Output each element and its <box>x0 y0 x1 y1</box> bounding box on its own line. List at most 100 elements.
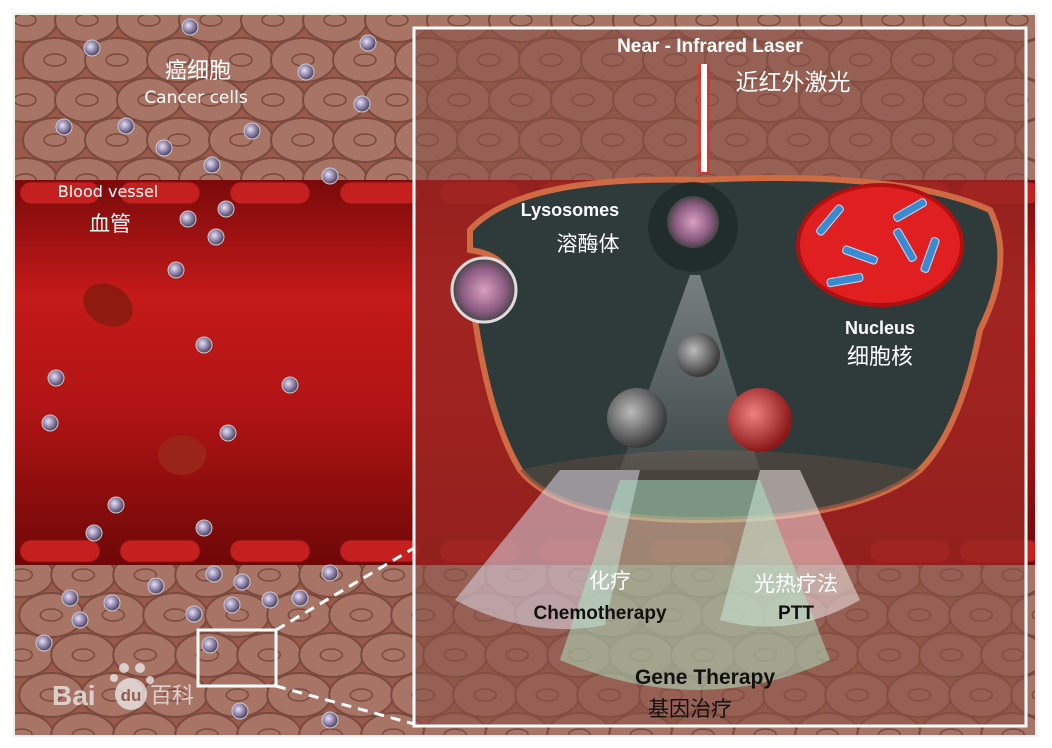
cell-nucleus <box>509 14 533 27</box>
cancer-cells-label-en: Cancer cells <box>144 88 248 108</box>
ptt-particle <box>728 388 792 452</box>
cell-nucleus <box>323 14 347 27</box>
cancer-cell <box>236 712 303 736</box>
blood-vessel-label-zh: 血管 <box>89 212 131 236</box>
red-blood-cell <box>119 181 201 205</box>
cell-nucleus <box>163 688 187 702</box>
cancer-cell <box>22 117 88 163</box>
cell-nucleus <box>199 14 223 27</box>
cell-nucleus <box>261 14 285 27</box>
cell-nucleus <box>881 14 905 27</box>
nanoparticle <box>321 167 339 185</box>
nanoparticle <box>41 414 59 432</box>
nanoparticle <box>291 589 309 607</box>
nanoparticle <box>233 573 251 591</box>
cell-nucleus <box>381 568 405 582</box>
cell-nucleus <box>71 568 95 582</box>
zoom-line <box>275 546 415 632</box>
cancer-cell <box>54 14 120 43</box>
cell-nucleus <box>385 93 409 107</box>
cell-nucleus <box>287 608 311 622</box>
watermark-brand: Bai <box>52 680 96 711</box>
cancer-cell <box>298 632 365 678</box>
cell-nucleus <box>105 133 129 147</box>
nanoparticle-release <box>676 333 720 377</box>
cancer-cell <box>332 117 398 163</box>
cancer-cells-label-zh: 癌细胞 <box>165 59 231 84</box>
cell-nucleus <box>43 53 67 67</box>
dna-strand <box>893 228 917 262</box>
chemo-label-en: Chemotherapy <box>533 603 666 624</box>
watermark-suffix: 百科 <box>150 683 194 708</box>
dna-strands <box>816 198 940 288</box>
dna-strand <box>842 245 878 265</box>
cell-nucleus <box>133 568 157 582</box>
cancer-cell <box>116 14 182 43</box>
cancer-cell <box>50 632 117 678</box>
nanoparticle <box>167 261 185 279</box>
cancer-cell <box>270 117 336 163</box>
cancer-cell <box>208 117 274 163</box>
dna-strand <box>826 272 864 288</box>
nanoparticle <box>297 63 315 81</box>
nanoparticle <box>61 589 79 607</box>
nanoparticle <box>321 711 339 729</box>
cell-nucleus <box>1031 609 1036 621</box>
lysosomes-label-zh: 溶酶体 <box>557 232 620 256</box>
nanoparticle <box>359 34 377 52</box>
inset-panel <box>412 26 1028 728</box>
nanoparticles <box>35 18 377 729</box>
ptt-label-en: PTT <box>778 603 814 624</box>
nucleus-label-zh: 细胞核 <box>847 345 913 370</box>
nanoparticle <box>71 611 89 629</box>
nanoparticle <box>321 564 339 582</box>
nanoparticle <box>55 118 73 136</box>
nanoparticle <box>261 591 279 609</box>
red-blood-cell <box>339 181 421 205</box>
chemo-label-zh: 化疗 <box>589 569 631 593</box>
cancer-cell <box>240 14 306 43</box>
nanoparticle <box>117 117 135 135</box>
nanoparticle <box>195 519 213 537</box>
cell-nucleus <box>75 14 99 27</box>
lysosome <box>667 196 719 248</box>
lysosomes-label-en: Lysosomes <box>521 200 619 220</box>
cancer-cell <box>174 712 241 736</box>
dna-strand <box>816 204 844 236</box>
nanoparticle <box>223 596 241 614</box>
chemo-drug-particle <box>607 388 667 448</box>
cell-nucleus <box>353 133 377 147</box>
red-blood-cell <box>83 283 133 327</box>
gene-therapy-label-en: Gene Therapy <box>635 666 775 689</box>
nucleus-label-en: Nucleus <box>845 318 915 338</box>
zoom-region-box <box>196 628 278 688</box>
cancer-cell <box>54 77 120 123</box>
nanoparticle <box>195 336 213 354</box>
cell-nucleus <box>757 14 781 27</box>
cancer-cell <box>240 77 306 123</box>
cell-nucleus <box>695 14 719 27</box>
cell-nucleus <box>225 688 249 702</box>
laser-label-zh: 近红外激光 <box>736 70 851 96</box>
cell-nucleus <box>261 93 285 107</box>
cell-nucleus <box>1035 137 1036 143</box>
cell-nucleus <box>229 133 253 147</box>
nanoparticle <box>219 424 237 442</box>
gene-therapy-cone <box>560 480 830 690</box>
cell-nucleus <box>167 133 191 147</box>
cell-nucleus <box>319 648 343 662</box>
cell-nucleus <box>14 93 37 107</box>
nanoparticle <box>103 594 121 612</box>
cell-nucleus <box>291 133 315 147</box>
nanoparticle <box>147 577 165 595</box>
gene-therapy-label-zh: 基因治疗 <box>648 698 732 721</box>
laser-label-en: Near - Infrared Laser <box>617 36 803 57</box>
cell-nucleus <box>199 93 223 107</box>
nanoparticle <box>203 156 221 174</box>
nanoparticle <box>181 18 199 36</box>
cell-nucleus <box>229 53 253 67</box>
red-blood-cell <box>19 181 101 205</box>
blood-vessel-label-en: Blood vessel <box>58 182 159 201</box>
cell-nucleus <box>385 14 409 27</box>
